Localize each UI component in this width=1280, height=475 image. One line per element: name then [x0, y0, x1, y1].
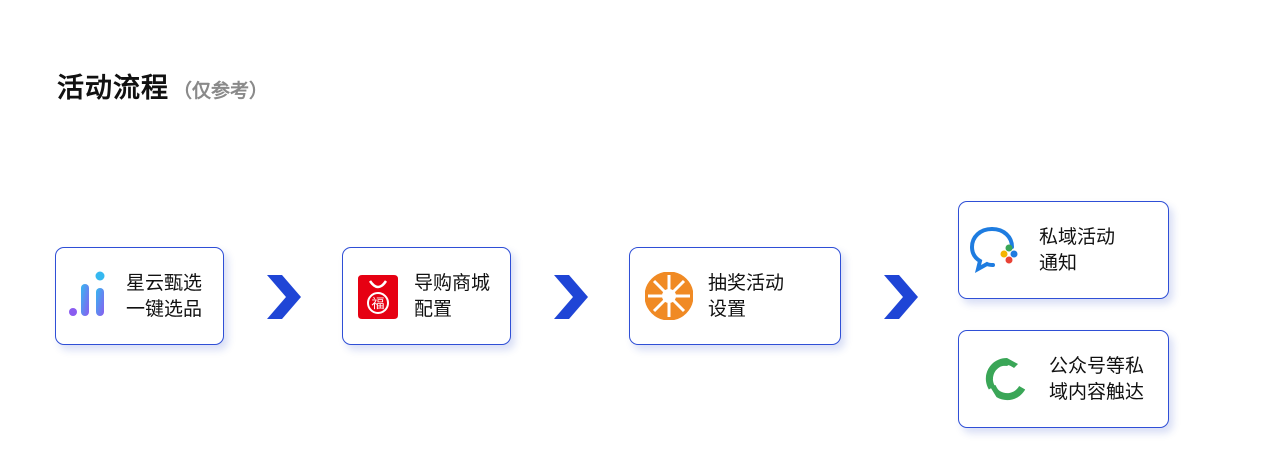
- page-title: 活动流程 （仅参考）: [57, 66, 268, 105]
- wecom-chat-icon: [970, 224, 1028, 276]
- output-label-line1: 公众号等私: [1049, 355, 1145, 377]
- step-card-mall-config: 福 导购商城 配置: [342, 247, 511, 345]
- step-label-line2: 一键选品: [126, 298, 203, 320]
- lottery-wheel-icon: [644, 271, 694, 321]
- chevron-right-icon: [884, 275, 918, 319]
- step-card-lottery-setup: 抽奖活动 设置: [629, 247, 841, 345]
- chevron-right-icon: [554, 275, 588, 319]
- svg-text:福: 福: [371, 297, 384, 312]
- step-label-line2: 设置: [708, 298, 747, 320]
- output-card-content-reach: 公众号等私 域内容触达: [958, 330, 1169, 428]
- page-subtitle-text: （仅参考）: [173, 80, 269, 102]
- step-label-line1: 抽奖活动: [708, 272, 785, 294]
- step-label-line1: 星云甄选: [126, 272, 203, 294]
- output-label-line2: 域内容触达: [1049, 381, 1145, 403]
- chevron-right-icon: [267, 275, 301, 319]
- step-label-line1: 导购商城: [414, 272, 491, 294]
- fu-shopping-bag-icon: 福: [354, 270, 402, 322]
- output-label-line2: 通知: [1039, 252, 1078, 274]
- step-label-line2: 配置: [414, 298, 453, 320]
- output-card-private-notice: 私域活动 通知: [958, 201, 1169, 299]
- bar-dots-logo-icon: [64, 268, 112, 324]
- step-card-product-selection: 星云甄选 一键选品: [55, 247, 224, 345]
- output-label-line1: 私域活动: [1039, 226, 1116, 248]
- recycle-arrows-icon: [983, 355, 1031, 403]
- page-title-text: 活动流程: [57, 73, 169, 104]
